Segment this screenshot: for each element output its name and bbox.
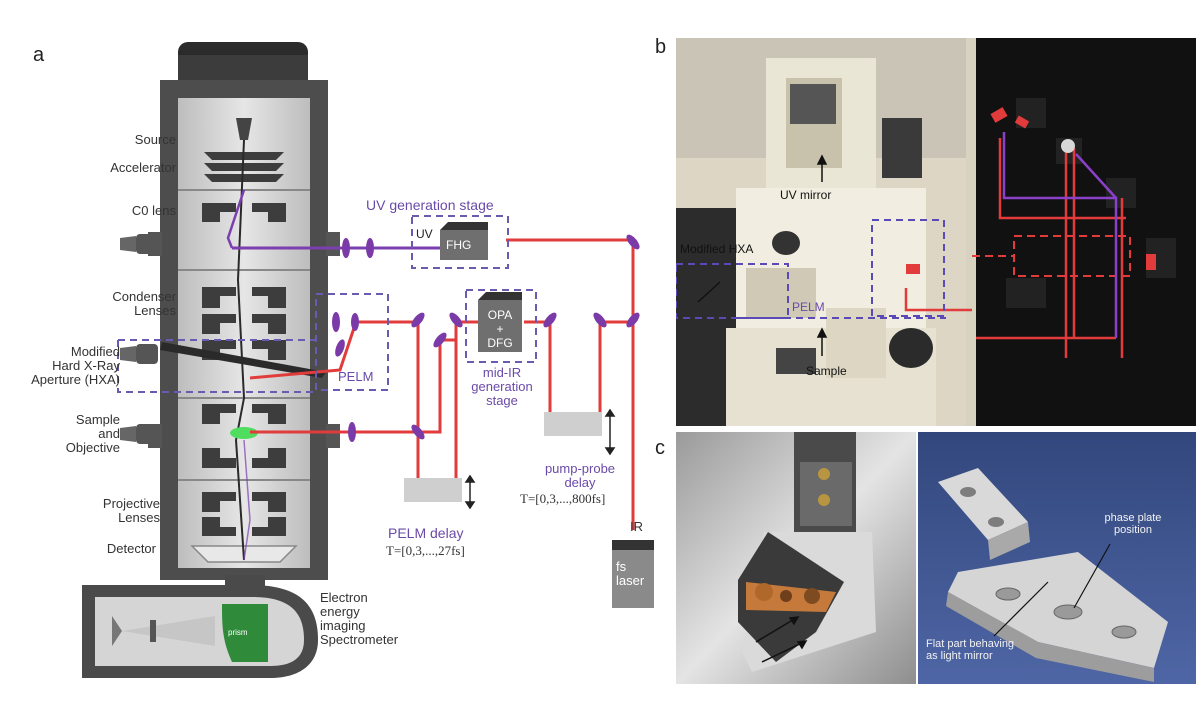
label-uv: UV bbox=[416, 227, 433, 241]
hxa-aperture bbox=[160, 342, 326, 378]
pump-probe-delay-stage bbox=[544, 412, 602, 436]
mirrors bbox=[335, 234, 640, 440]
label-pelm-delay-range: T=[0,3,...,27fs] bbox=[386, 543, 465, 558]
pelm-delay-stage bbox=[404, 478, 462, 502]
label-sample-photo: Sample bbox=[806, 364, 847, 378]
c0-lens bbox=[202, 203, 286, 222]
side-port-sample bbox=[120, 424, 158, 444]
hxa-box bbox=[117, 339, 316, 393]
label-uv-stage: UV generation stage bbox=[366, 197, 494, 213]
label-fhg: FHG bbox=[446, 238, 472, 252]
source-emitter bbox=[236, 118, 252, 140]
photo-b-illustration bbox=[676, 38, 1196, 426]
label-pelm-photo: PELM bbox=[792, 300, 825, 314]
schematic-diagram bbox=[82, 42, 654, 678]
panel-c-label: c bbox=[655, 437, 665, 459]
panel-a-label: a bbox=[33, 44, 45, 66]
column-top-cap bbox=[178, 42, 308, 85]
opa-box bbox=[478, 292, 522, 352]
sample-spot bbox=[230, 427, 258, 439]
label-ir: IR bbox=[630, 519, 643, 534]
side-port-c0 bbox=[120, 234, 158, 254]
label-accelerator: Accelerator bbox=[110, 160, 176, 175]
label-pelm: PELM bbox=[338, 369, 374, 384]
projective-lenses bbox=[202, 492, 286, 536]
spectrometer bbox=[82, 575, 318, 678]
label-source: Source bbox=[134, 132, 176, 147]
pelm-box bbox=[315, 293, 389, 391]
pelm-beam bbox=[249, 320, 480, 492]
label-modified-hxa: Modified HXA bbox=[680, 242, 754, 256]
objective-lens bbox=[202, 404, 286, 468]
photo-c-left bbox=[676, 432, 916, 684]
photo-b: UV mirror Modified HXA PELM Sample bbox=[676, 38, 1196, 426]
fhg-box bbox=[440, 222, 488, 260]
label-opa: OPA+DFG bbox=[487, 308, 513, 350]
label-detector: Detector bbox=[106, 541, 156, 556]
lenses bbox=[332, 238, 374, 442]
condenser-lenses bbox=[202, 287, 286, 360]
label-pelm-delay: PELM delay bbox=[388, 525, 464, 541]
label-uv-mirror: UV mirror bbox=[780, 188, 832, 202]
uv-stage-box bbox=[411, 215, 509, 269]
fs-laser-box bbox=[612, 540, 654, 608]
panel-b-label: b bbox=[655, 36, 667, 58]
prism bbox=[222, 604, 268, 662]
label-pump-probe-range: T=[0,3,...,800fs] bbox=[520, 491, 606, 506]
electron-beam bbox=[234, 139, 246, 561]
label-prism: prism bbox=[228, 628, 248, 637]
side-port-hxa bbox=[120, 344, 158, 364]
label-c0-lens: C0 lens bbox=[131, 203, 176, 218]
